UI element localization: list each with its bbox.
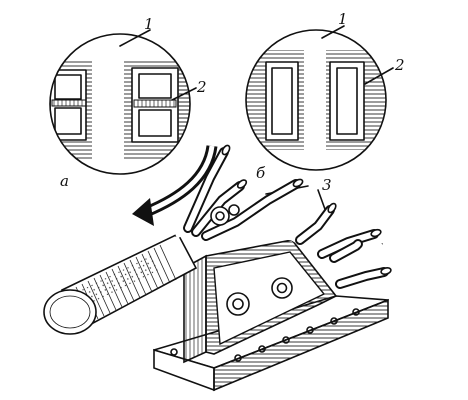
callout-2-right: 2 [394, 56, 405, 74]
conductor-lead [295, 205, 335, 245]
base-plate-holes [170, 308, 360, 362]
callout-2-left: 2 [196, 78, 207, 96]
conductor-lead [329, 239, 363, 263]
curved-arrow [132, 145, 218, 226]
detail-label-a: а [60, 172, 69, 190]
clamp-bolt-1 [226, 292, 250, 316]
conductor-lead [191, 181, 245, 237]
detail-circle-b [245, 29, 387, 171]
callout-1-left: 1 [144, 15, 154, 33]
clamp-bolt-2 [271, 277, 293, 299]
conductor-lead [183, 147, 229, 233]
callout-3: 3 [322, 176, 332, 194]
detail-label-b: б [256, 164, 266, 182]
lead-bundle [175, 226, 384, 261]
conductor-lead [317, 229, 379, 259]
callout-1-right: 1 [338, 10, 348, 28]
detail-circle-a [49, 33, 191, 175]
joint-bolt [210, 204, 240, 226]
conductor-lead [335, 267, 389, 289]
leader-lines [119, 25, 394, 213]
conductor-leads [183, 144, 392, 289]
coil-winding [43, 232, 198, 335]
clamp-plate-right [205, 239, 338, 355]
conductor-lead [201, 179, 301, 241]
